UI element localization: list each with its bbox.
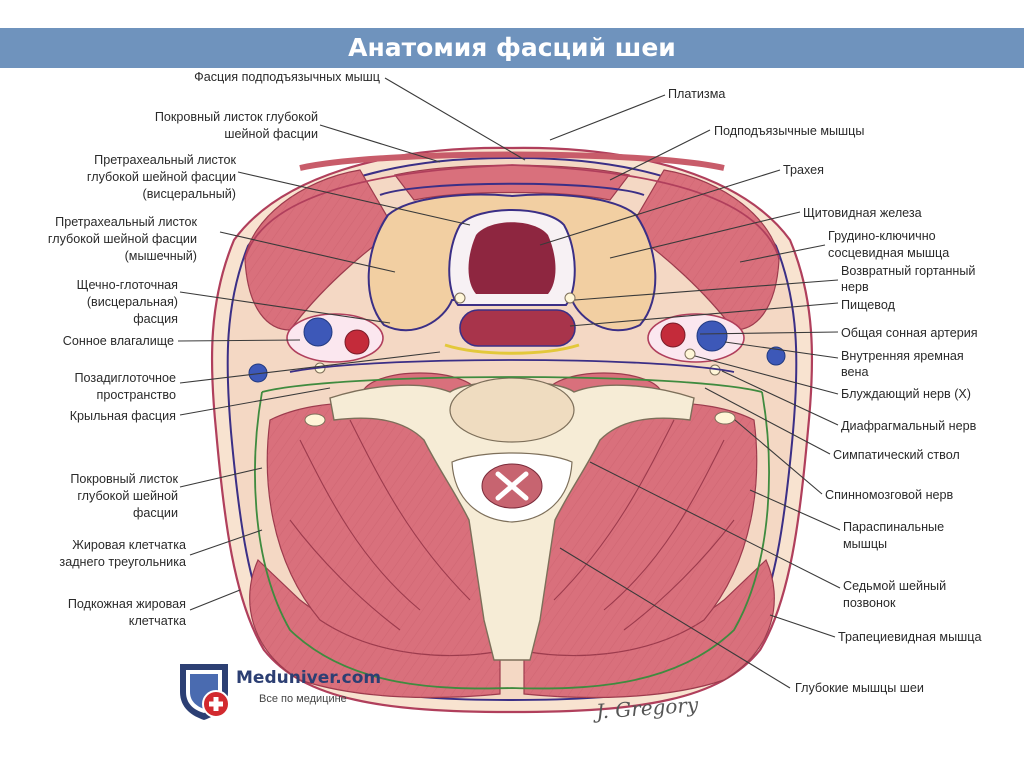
label-retropharyngeal-line1: Позадиглоточное: [75, 371, 177, 385]
internal-jugular-vein-right: [696, 320, 728, 352]
paraspinal-divisions: [289, 419, 735, 631]
pretracheal-fascia-muscular: [379, 182, 645, 196]
esophagus: [459, 309, 576, 347]
vagus-nerve-right: [684, 348, 696, 360]
label-platysma: Платизма: [668, 87, 725, 101]
label-infrahyoid-muscles: Подподъязычные мышцы: [714, 124, 864, 138]
label-investing-layer-line1: Покровный листок глубокой: [155, 110, 318, 124]
logo-tagline: Все по медицине: [259, 693, 347, 705]
spinal-nerve-left: [304, 413, 326, 427]
label-scm-line1: Грудино-ключично: [828, 229, 936, 243]
sternocleidomastoid-fibers: [245, 170, 779, 330]
label-c7-line2: позвонок: [843, 596, 896, 610]
trapezius-muscle-fibers: [249, 560, 775, 698]
shield-icon: [180, 664, 230, 720]
vertebral-body: [449, 377, 575, 443]
investing-fascia-posterior: [254, 391, 770, 690]
label-pretracheal-visceral-line2: глубокой шейной фасции: [87, 170, 236, 184]
label-vagus-nerve: Блуждающий нерв (X): [841, 387, 971, 401]
label-phrenic-nerve: Диафрагмальный нерв: [841, 419, 977, 433]
title-bar: Анатомия фасций шеи: [0, 28, 1024, 68]
label-buccopharyngeal-line3: фасция: [133, 312, 178, 326]
label-posterior-triangle-fat-line1: Жировая клетчатка: [72, 538, 186, 552]
label-sympathetic-trunk: Симпатический ствол: [833, 448, 960, 462]
label-paraspinal-line1: Параспинальные: [843, 520, 944, 534]
leader-lines-left: [177, 77, 526, 611]
paraspinal-fibers: [267, 403, 757, 656]
spinal-cord-grey-matter: [495, 471, 529, 501]
label-spinal-nerve: Спинномозговой нерв: [825, 488, 954, 502]
investing-fascia-anterior: [244, 164, 780, 259]
label-scm-line2: сосцевидная мышца: [828, 246, 949, 260]
platysma: [299, 151, 725, 171]
label-pretracheal-muscular-line3: (мышечный): [125, 249, 197, 263]
label-deep-neck-muscles: Глубокие мышцы шеи: [795, 681, 924, 695]
buccopharyngeal-fascia: [444, 343, 580, 355]
common-carotid-artery-right: [660, 322, 686, 348]
label-pretracheal-muscular-line2: глубокой шейной фасции: [48, 232, 197, 246]
label-subcutaneous-fat-line1: Подкожная жировая: [68, 597, 186, 611]
label-thyroid-gland: Щитовидная железа: [803, 206, 922, 220]
label-pretracheal-visceral-line3: (висцеральный): [143, 187, 236, 201]
label-posterior-triangle-fat-line2: заднего треугольника: [59, 555, 186, 569]
common-carotid-artery-left: [344, 329, 370, 355]
label-paraspinal-line2: мышцы: [843, 537, 887, 551]
label-buccopharyngeal-line2: (висцеральная): [87, 295, 178, 309]
label-retropharyngeal-line2: пространство: [97, 388, 176, 402]
label-c7-line1: Седьмой шейный: [843, 579, 946, 593]
page-title: Анатомия фасций шеи: [348, 33, 676, 62]
label-internal-jugular-line2: вена: [841, 365, 869, 379]
label-common-carotid: Общая сонная артерия: [841, 326, 978, 340]
label-investing-posterior-line2: глубокой шейной: [77, 489, 178, 503]
trachea-lumen: [468, 222, 556, 294]
external-jugular-right: [766, 346, 786, 366]
labels-left: Фасция подподъязычных мышц Покровный лис…: [48, 70, 380, 628]
label-recurrent-laryngeal-line1: Возвратный гортанный: [841, 264, 975, 278]
label-esophagus: Пищевод: [841, 298, 896, 312]
label-recurrent-laryngeal-line2: нерв: [841, 280, 869, 294]
logo-name: Meduniver.com: [236, 668, 382, 688]
label-subcutaneous-fat-line2: клетчатка: [129, 614, 186, 628]
internal-jugular-vein-left: [303, 317, 333, 347]
label-investing-layer-line2: шейной фасции: [224, 127, 318, 141]
labels-right: Платизма Подподъязычные мышцы Трахея Щит…: [668, 87, 981, 695]
spinal-nerve-right: [714, 411, 736, 425]
label-buccopharyngeal-line1: Щечно-глоточная: [77, 278, 178, 292]
label-trachea: Трахея: [783, 163, 824, 177]
label-trapezius: Трапециевидная мышца: [838, 630, 981, 644]
label-pretracheal-visceral-line1: Претрахеальный листок: [94, 153, 236, 167]
label-alar-fascia: Крыльная фасция: [70, 409, 176, 423]
label-investing-posterior-line3: фасции: [133, 506, 178, 520]
leader-lines-right: [539, 94, 841, 689]
recurrent-laryngeal-nerve-right: [564, 292, 576, 304]
meduniver-logo: Meduniver.com Все по медицине: [176, 658, 426, 724]
recurrent-laryngeal-nerve-left: [454, 292, 466, 304]
label-infrahyoid-fascia: Фасция подподъязычных мышц: [194, 70, 380, 84]
label-investing-posterior-line1: Покровный листок: [70, 472, 178, 486]
alar-fascia: [289, 359, 735, 373]
label-internal-jugular-line1: Внутренняя яремная: [841, 349, 964, 363]
label-carotid-sheath: Сонное влагалище: [63, 334, 174, 348]
prevertebral-fascia: [261, 376, 763, 393]
label-pretracheal-muscular-line1: Претрахеальный листок: [55, 215, 197, 229]
